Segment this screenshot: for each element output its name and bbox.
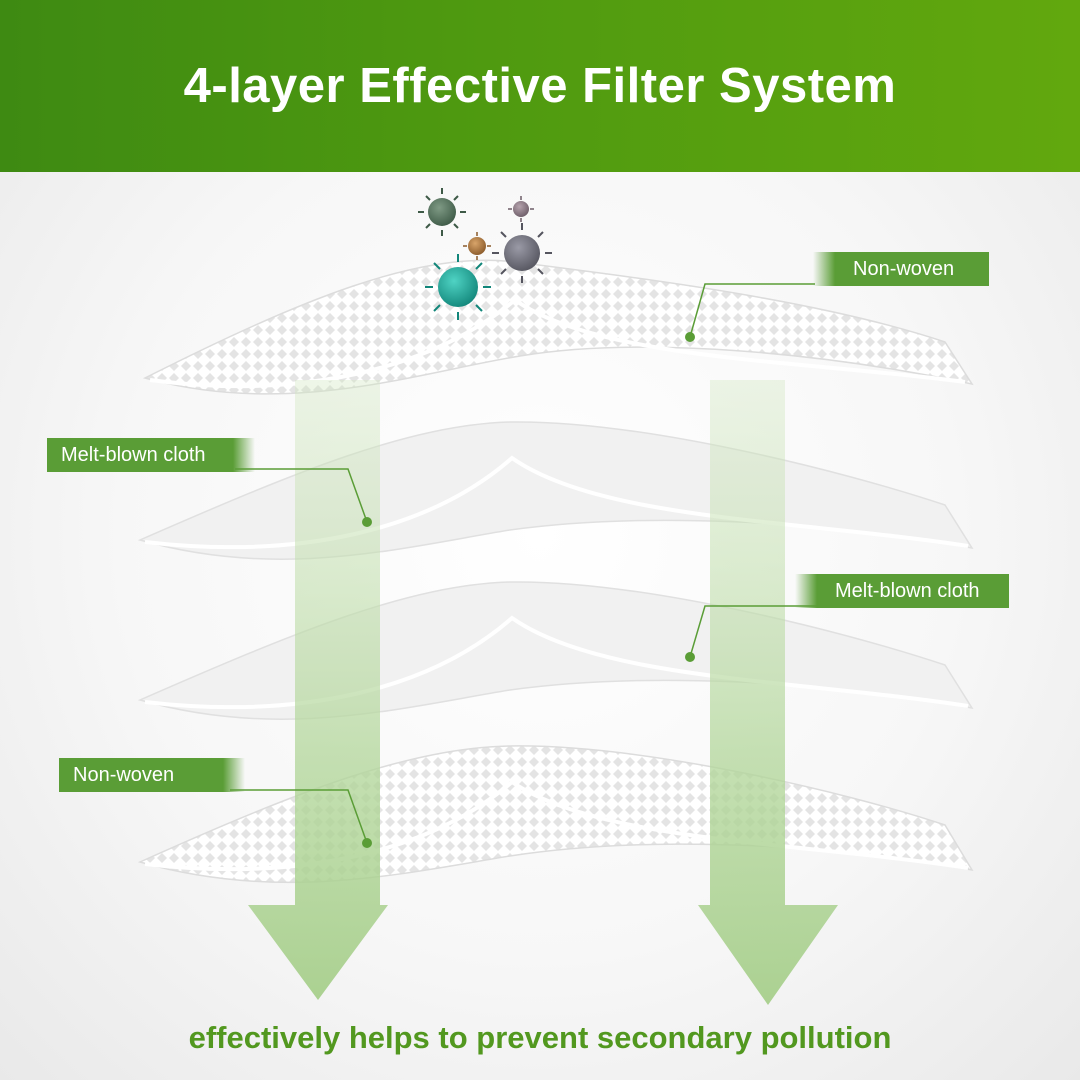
page-title: 4-layer Effective Filter System xyxy=(183,59,897,113)
virus-icon xyxy=(492,223,552,283)
layer-label-melt-blown-upper: Melt-blown cloth xyxy=(47,438,255,472)
virus-icon xyxy=(425,254,491,320)
layer-marker-dot xyxy=(362,838,372,848)
virus-icon xyxy=(463,232,491,260)
leader-lines xyxy=(230,283,820,844)
layer-non-woven-top xyxy=(142,259,974,395)
layer-non-woven-bottom xyxy=(137,745,974,884)
layer-label-non-woven-bottom: Non-woven xyxy=(59,758,245,792)
header-banner: 4-layer Effective Filter System xyxy=(0,0,1080,172)
footer-caption: effectively helps to prevent secondary p… xyxy=(188,1020,892,1055)
down-arrow-icon xyxy=(698,380,838,1005)
layer-marker-dot xyxy=(685,652,695,662)
virus-icon xyxy=(418,188,466,236)
layer-melt-blown-upper xyxy=(137,421,974,560)
layer-marker-dot xyxy=(685,332,695,342)
layer-label-melt-blown-lower: Melt-blown cloth xyxy=(795,574,1009,608)
layer-label-non-woven-top: Non-woven xyxy=(813,252,989,286)
layer-marker-dot xyxy=(362,517,372,527)
virus-icon xyxy=(508,196,534,222)
down-arrow-icon xyxy=(248,380,388,1000)
